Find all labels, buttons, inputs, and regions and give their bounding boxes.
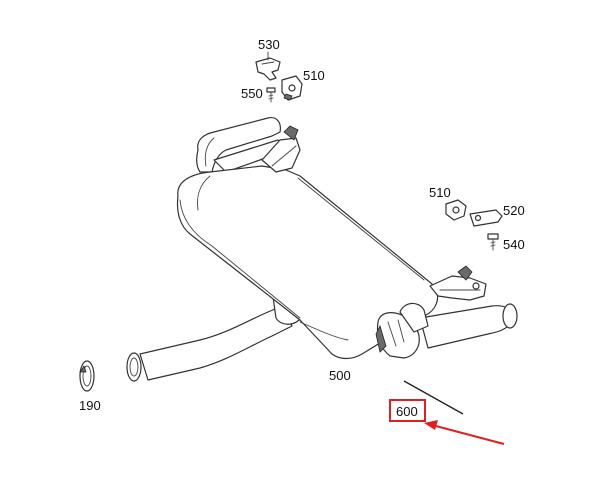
rear-bracket [429, 265, 487, 301]
part-520-bracket [469, 209, 503, 227]
label-500: 500 [329, 368, 351, 383]
part-540-bolt [487, 233, 499, 251]
label-510-top: 510 [303, 68, 325, 83]
front-pipe [126, 305, 293, 382]
label-530: 530 [258, 37, 280, 52]
label-540: 540 [503, 237, 525, 252]
label-520: 520 [503, 203, 525, 218]
tail-pipe [375, 302, 518, 359]
label-510-right: 510 [429, 185, 451, 200]
part-510-hanger-right [445, 199, 467, 221]
part-600-leader [403, 380, 464, 415]
part-550-bolt [266, 87, 276, 103]
part-510-hanger-top [281, 75, 303, 101]
part-530-bracket [255, 51, 281, 81]
front-bracket [261, 125, 301, 173]
upper-pipe [196, 117, 289, 173]
highlight-box [389, 399, 426, 422]
highlight-arrow [424, 420, 505, 445]
part-190-clamp [79, 360, 95, 392]
label-600: 600 [396, 404, 418, 419]
muffler-500 [176, 165, 439, 360]
label-550: 550 [241, 86, 263, 101]
label-190: 190 [79, 398, 101, 413]
